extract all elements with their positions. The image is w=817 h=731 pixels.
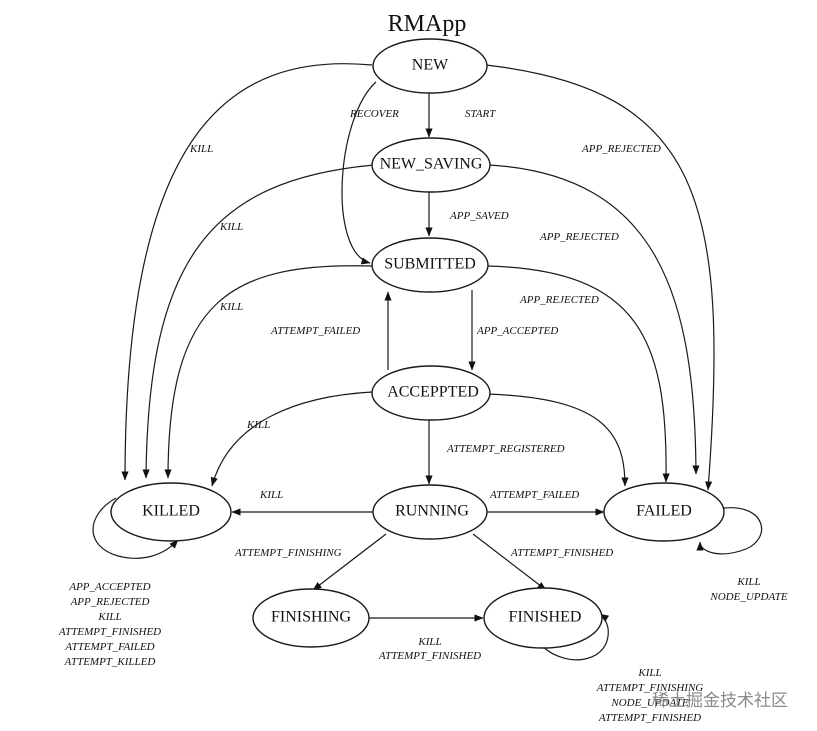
edge-label-finishing-finished-1: KILL: [417, 636, 441, 648]
state-new-saving: NEW_SAVING: [371, 137, 491, 193]
state-submitted: SUBMITTED: [371, 237, 489, 293]
edge-label-finishing-finished-2: ATTEMPT_FINISHED: [378, 650, 481, 662]
killed-loop-label: ATTEMPT_FINISHED: [58, 626, 161, 638]
edge-label-attempt-finished-running: ATTEMPT_FINISHED: [510, 547, 613, 559]
finished-loop-label: NODE_UPDATE: [610, 697, 688, 709]
edge-label-start: START: [465, 108, 496, 120]
edge-label-attempt-registered: ATTEMPT_REGISTERED: [446, 443, 565, 455]
edge-failed-self-loop: [696, 507, 763, 555]
finished-loop-label: KILL: [637, 667, 661, 679]
edge-accepted-to-killed: [210, 391, 373, 487]
state-new-label: NEW: [412, 57, 449, 74]
edge-new-saving-to-failed: [488, 164, 700, 475]
state-new: NEW: [372, 38, 488, 94]
edge-label-app-rejected-new: APP_REJECTED: [581, 143, 661, 155]
edge-label-kill-accepted: KILL: [246, 419, 270, 431]
state-finished-label: FINISHED: [509, 609, 582, 626]
killed-loop-label: KILL: [97, 611, 121, 623]
edge-finished-self-loop: [541, 613, 610, 661]
state-killed-label: KILLED: [142, 503, 200, 520]
edges: [92, 63, 763, 661]
state-accepted: ACCEPPTED: [371, 365, 491, 421]
state-running-label: RUNNING: [395, 503, 469, 520]
state-accepted-label: ACCEPPTED: [387, 384, 479, 401]
edge-new-saving-to-killed: [142, 164, 375, 479]
edge-label-app-rejected-submitted: APP_REJECTED: [519, 294, 599, 306]
edge-running-to-finished: [472, 533, 547, 591]
finished-loop-label: ATTEMPT_FINISHED: [598, 712, 701, 724]
failed-loop-label: KILL: [736, 576, 760, 588]
edge-label-attempt-failed-accepted: ATTEMPT_FAILED: [270, 325, 360, 337]
edge-label-attempt-finishing: ATTEMPT_FINISHING: [234, 547, 342, 559]
killed-loop-label: APP_REJECTED: [70, 596, 150, 608]
state-finished: FINISHED: [483, 587, 603, 649]
failed-loop-label: NODE_UPDATE: [709, 591, 787, 603]
edge-submitted-to-killed: [164, 265, 373, 479]
edge-accepted-to-failed: [486, 393, 629, 487]
killed-self-loop-labels: APP_ACCEPTED APP_REJECTED KILL ATTEMPT_F…: [58, 581, 161, 668]
state-finishing: FINISHING: [252, 588, 370, 648]
edge-label-kill-submitted: KILL: [219, 301, 243, 313]
edge-label-kill-new-saving: KILL: [219, 221, 243, 233]
killed-loop-label: APP_ACCEPTED: [68, 581, 150, 593]
edge-labels: RECOVER START KILL APP_REJECTED KILL APP…: [189, 108, 661, 662]
edge-label-app-rejected-new-saving: APP_REJECTED: [539, 231, 619, 243]
watermark: 稀土掘金技术社区: [652, 691, 788, 711]
states: NEW NEW_SAVING SUBMITTED ACCEPPTED RUNNI…: [110, 38, 725, 649]
state-new-saving-label: NEW_SAVING: [380, 156, 483, 173]
edge-label-app-saved: APP_SAVED: [449, 210, 509, 222]
state-failed-label: FAILED: [636, 503, 692, 520]
state-running: RUNNING: [372, 484, 488, 540]
edge-new-to-submitted: [341, 81, 377, 265]
edge-label-kill-running: KILL: [259, 489, 283, 501]
diagram-title: RMApp: [388, 11, 467, 37]
edge-submitted-to-failed: [486, 265, 670, 483]
edge-label-recover: RECOVER: [349, 108, 399, 120]
killed-loop-label: ATTEMPT_FAILED: [64, 641, 154, 653]
state-failed: FAILED: [603, 482, 725, 542]
edge-label-kill-new: KILL: [189, 143, 213, 155]
killed-loop-label: ATTEMPT_KILLED: [64, 656, 156, 668]
edge-killed-self-loop: [92, 497, 179, 559]
edge-label-app-accepted: APP_ACCEPTED: [476, 325, 558, 337]
state-submitted-label: SUBMITTED: [384, 256, 476, 273]
state-killed: KILLED: [110, 482, 232, 542]
failed-self-loop-labels: KILL NODE_UPDATE: [709, 576, 787, 603]
state-finishing-label: FINISHING: [271, 609, 351, 626]
edge-label-attempt-failed-running: ATTEMPT_FAILED: [489, 489, 579, 501]
finished-self-loop-labels: KILL ATTEMPT_FINISHING NODE_UPDATE ATTEM…: [596, 667, 704, 724]
edge-new-to-failed: [485, 64, 715, 491]
edge-new-to-killed: [121, 63, 373, 481]
edge-running-to-finishing: [312, 533, 387, 591]
finished-loop-label: ATTEMPT_FINISHING: [596, 682, 704, 694]
